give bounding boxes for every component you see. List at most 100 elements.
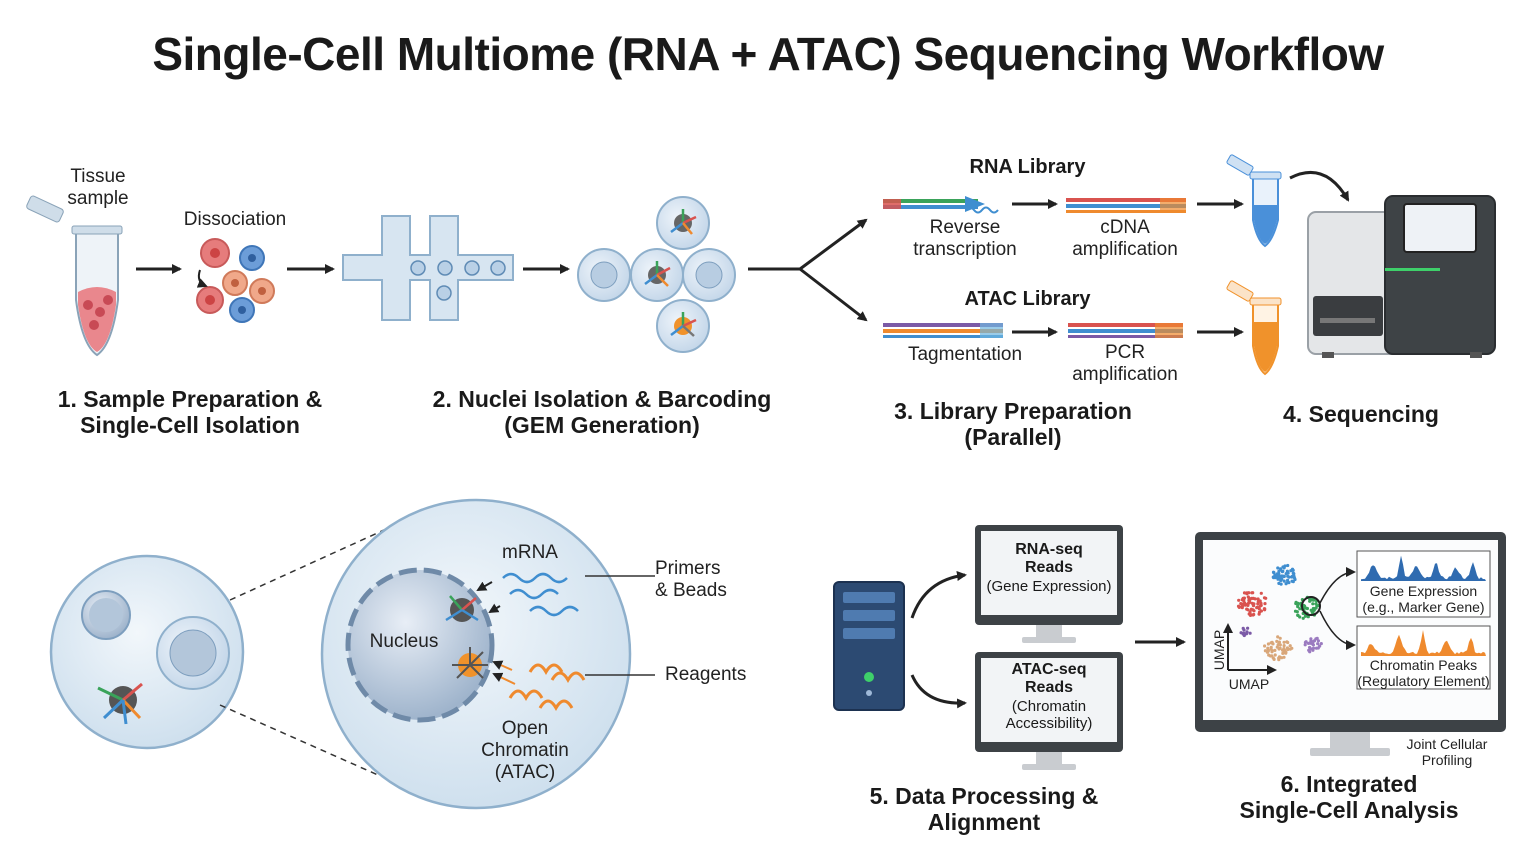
umap-point bbox=[1247, 591, 1251, 595]
step-1-label: 1. Sample Preparation &Single-Cell Isola… bbox=[57, 386, 323, 439]
reagents-label: Reagents bbox=[665, 664, 747, 685]
umap-point bbox=[1242, 631, 1246, 636]
tagmentation-label: Tagmentation bbox=[907, 344, 1023, 365]
rna-reads-screen: RNA-seq Reads (Gene Expression) bbox=[986, 541, 1112, 595]
dissociated-cells-icon bbox=[196, 238, 275, 323]
umap-point bbox=[1290, 646, 1294, 650]
umap-point bbox=[1273, 648, 1277, 653]
umap-point bbox=[1258, 604, 1262, 608]
server-icon bbox=[833, 581, 905, 711]
umap-point bbox=[1269, 645, 1273, 649]
umap-point bbox=[1266, 642, 1270, 646]
umap-point bbox=[1298, 607, 1302, 611]
gem-droplet-zoom bbox=[49, 554, 245, 750]
umap-point bbox=[1270, 650, 1274, 654]
umap-point bbox=[1282, 644, 1286, 648]
umap-point bbox=[1282, 647, 1286, 651]
microfluidic-chip-icon bbox=[342, 215, 514, 321]
umap-point bbox=[1309, 639, 1313, 643]
umap-point bbox=[1274, 575, 1278, 579]
umap-point bbox=[1287, 575, 1291, 579]
primers-beads-label: Primers& Beads bbox=[655, 558, 727, 601]
umap-point bbox=[1242, 628, 1246, 632]
umap-point bbox=[1282, 640, 1286, 644]
umap-point bbox=[1284, 582, 1288, 586]
tissue-tube-icon bbox=[26, 195, 123, 357]
umap-point bbox=[1293, 576, 1297, 580]
umap-point bbox=[1263, 608, 1267, 612]
umap-point bbox=[1248, 613, 1253, 618]
umap-point bbox=[1263, 602, 1267, 606]
umap-point bbox=[1278, 643, 1282, 647]
umap-point bbox=[1316, 642, 1320, 646]
umap-point bbox=[1318, 644, 1322, 648]
umap-point bbox=[1246, 608, 1250, 612]
umap-point bbox=[1251, 596, 1255, 601]
atac-reads-screen: ATAC-seq Reads (Chromatin Accessibility) bbox=[1005, 661, 1093, 733]
umap-point bbox=[1262, 596, 1267, 600]
umap-y-label: UMAP bbox=[1210, 629, 1227, 671]
umap-point bbox=[1303, 640, 1307, 645]
umap-point bbox=[1305, 606, 1309, 611]
umap-point bbox=[1279, 582, 1283, 586]
dissociation-label: Dissociation bbox=[183, 209, 287, 230]
umap-point bbox=[1256, 597, 1260, 601]
umap-point bbox=[1294, 601, 1298, 606]
umap-point bbox=[1271, 570, 1276, 574]
zoom-line-top bbox=[229, 524, 396, 601]
cdna-strand-icon bbox=[1066, 198, 1186, 213]
atac-library-label: ATAC Library bbox=[964, 288, 1091, 310]
umap-point bbox=[1281, 574, 1285, 578]
umap-point bbox=[1278, 636, 1282, 640]
umap-point bbox=[1250, 601, 1254, 605]
umap-point bbox=[1319, 642, 1323, 646]
umap-point bbox=[1259, 609, 1263, 613]
umap-point bbox=[1311, 602, 1315, 606]
umap-point bbox=[1246, 595, 1250, 599]
umap-point bbox=[1309, 637, 1313, 641]
umap-point bbox=[1309, 598, 1313, 602]
arrow-to-sequencer bbox=[1289, 170, 1350, 202]
umap-point bbox=[1311, 598, 1316, 602]
umap-point bbox=[1296, 605, 1300, 609]
umap-point bbox=[1246, 603, 1250, 608]
umap-point bbox=[1290, 579, 1294, 583]
umap-point bbox=[1248, 631, 1252, 635]
umap-point bbox=[1282, 579, 1286, 583]
umap-point bbox=[1282, 655, 1286, 659]
umap-point bbox=[1251, 608, 1255, 612]
umap-point bbox=[1257, 607, 1261, 611]
umap-point bbox=[1276, 566, 1280, 570]
umap-point bbox=[1303, 643, 1307, 647]
umap-point bbox=[1276, 635, 1280, 639]
umap-point bbox=[1301, 616, 1305, 620]
umap-x-label: UMAP bbox=[1228, 676, 1270, 692]
rna-tube-icon bbox=[1226, 154, 1282, 248]
step-2-label: 2. Nuclei Isolation & Barcoding(GEM Gene… bbox=[432, 386, 772, 439]
umap-point bbox=[1271, 575, 1275, 579]
rna-library-label: RNA Library bbox=[969, 156, 1086, 178]
umap-point bbox=[1284, 572, 1288, 576]
gem-droplets-icon bbox=[577, 196, 736, 353]
umap-point bbox=[1275, 645, 1279, 649]
mrna-label: mRNA bbox=[502, 542, 558, 563]
umap-point bbox=[1311, 639, 1315, 644]
umap-point bbox=[1290, 574, 1294, 579]
umap-point bbox=[1284, 650, 1288, 654]
umap-point bbox=[1250, 591, 1254, 595]
umap-point bbox=[1270, 640, 1274, 645]
umap-point bbox=[1256, 602, 1260, 606]
umap-point bbox=[1255, 606, 1259, 610]
umap-point bbox=[1267, 653, 1271, 657]
umap-point bbox=[1310, 610, 1314, 615]
page-title: Single-Cell Multiome (RNA + ATAC) Sequen… bbox=[152, 28, 1384, 80]
umap-point bbox=[1259, 591, 1263, 595]
umap-point bbox=[1277, 640, 1281, 644]
umap-point bbox=[1307, 648, 1311, 652]
gene-expression-label: Gene Expression(e.g., Marker Gene) bbox=[1362, 583, 1485, 616]
atac-strand-icon bbox=[883, 323, 1003, 338]
umap-point bbox=[1243, 602, 1247, 606]
